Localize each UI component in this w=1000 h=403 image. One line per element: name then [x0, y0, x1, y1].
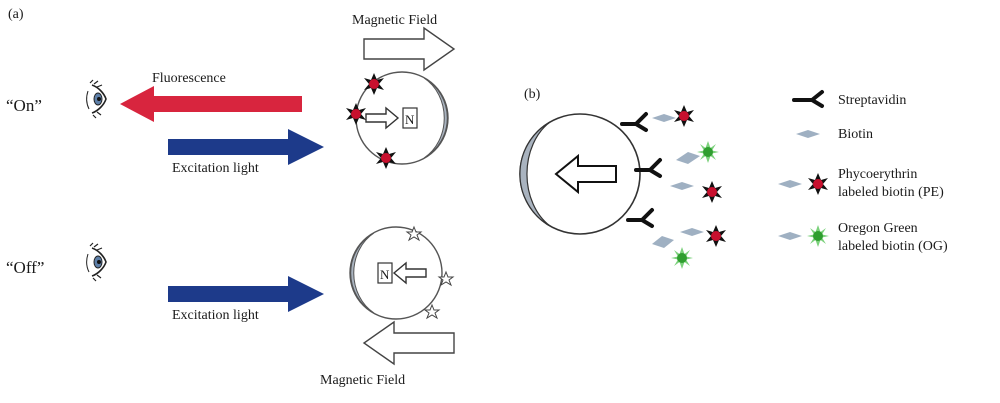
magnetic-field-arrow-right — [363, 26, 456, 72]
particle-on: N — [355, 71, 449, 165]
biotin-b-2 — [676, 152, 700, 164]
biotin-icon — [796, 130, 820, 138]
streptavidin-icon — [792, 90, 824, 108]
legend: Streptavidin Biotin Phycoerythrin labele… — [778, 90, 948, 254]
state-on-label: “On” — [6, 96, 42, 115]
og-biotin-icon — [778, 232, 802, 240]
panel-a-label: (a) — [8, 7, 24, 22]
biotin-b-3 — [670, 182, 694, 190]
panel-b-label: (b) — [524, 87, 541, 102]
particle-off: N — [349, 226, 443, 320]
og-fluor-b-2 — [671, 247, 693, 269]
pe-fluor-b-2 — [702, 181, 722, 203]
magnetic-hemisphere-on — [423, 77, 448, 159]
magnet-arrow-on — [365, 106, 400, 130]
legend-label-og-1: Oregon Green — [838, 221, 918, 236]
pe-fluor-b-1 — [674, 105, 694, 127]
streptavidin-1 — [620, 112, 648, 132]
excitation-arrow-on — [168, 129, 324, 165]
eye-icon — [85, 79, 107, 119]
magnetic-field-label-bottom: Magnetic Field — [320, 373, 405, 388]
biotin-b-1 — [652, 114, 676, 122]
biotin-b-4 — [680, 228, 704, 236]
og-fluor-b-1 — [697, 141, 719, 163]
particle-b — [519, 113, 641, 235]
og-fluor-icon — [807, 225, 829, 247]
eye-icon — [85, 242, 107, 282]
pe-biotin-icon — [778, 180, 802, 188]
magnetic-field-arrow-left — [362, 320, 455, 366]
magnet-arrow-b — [554, 153, 617, 195]
magnetic-hemisphere-off — [350, 232, 375, 314]
legend-label-pe-2: labeled biotin (PE) — [838, 185, 944, 200]
magnet-arrow-off — [392, 261, 427, 285]
fluorescence-label: Fluorescence — [152, 71, 226, 86]
streptavidin-3 — [626, 208, 654, 228]
biotin-b-5 — [652, 236, 674, 248]
pole-label-on: N — [405, 112, 415, 127]
pe-fluor-b-3 — [706, 225, 726, 247]
state-off-label: “Off” — [6, 258, 44, 277]
pe-fluor-icon — [808, 173, 828, 195]
fluorescence-arrow — [120, 86, 302, 122]
excitation-label-on: Excitation light — [172, 161, 259, 176]
magnetic-field-label-top: Magnetic Field — [352, 13, 437, 28]
legend-label-streptavidin: Streptavidin — [838, 93, 906, 108]
magnetic-hemisphere-b — [519, 121, 551, 227]
legend-label-og-2: labeled biotin (OG) — [838, 239, 948, 254]
excitation-arrow-off — [168, 276, 324, 312]
legend-label-biotin: Biotin — [838, 127, 873, 142]
legend-label-pe-1: Phycoerythrin — [838, 167, 917, 182]
pole-label-off: N — [380, 267, 390, 282]
excitation-label-off: Excitation light — [172, 308, 259, 323]
